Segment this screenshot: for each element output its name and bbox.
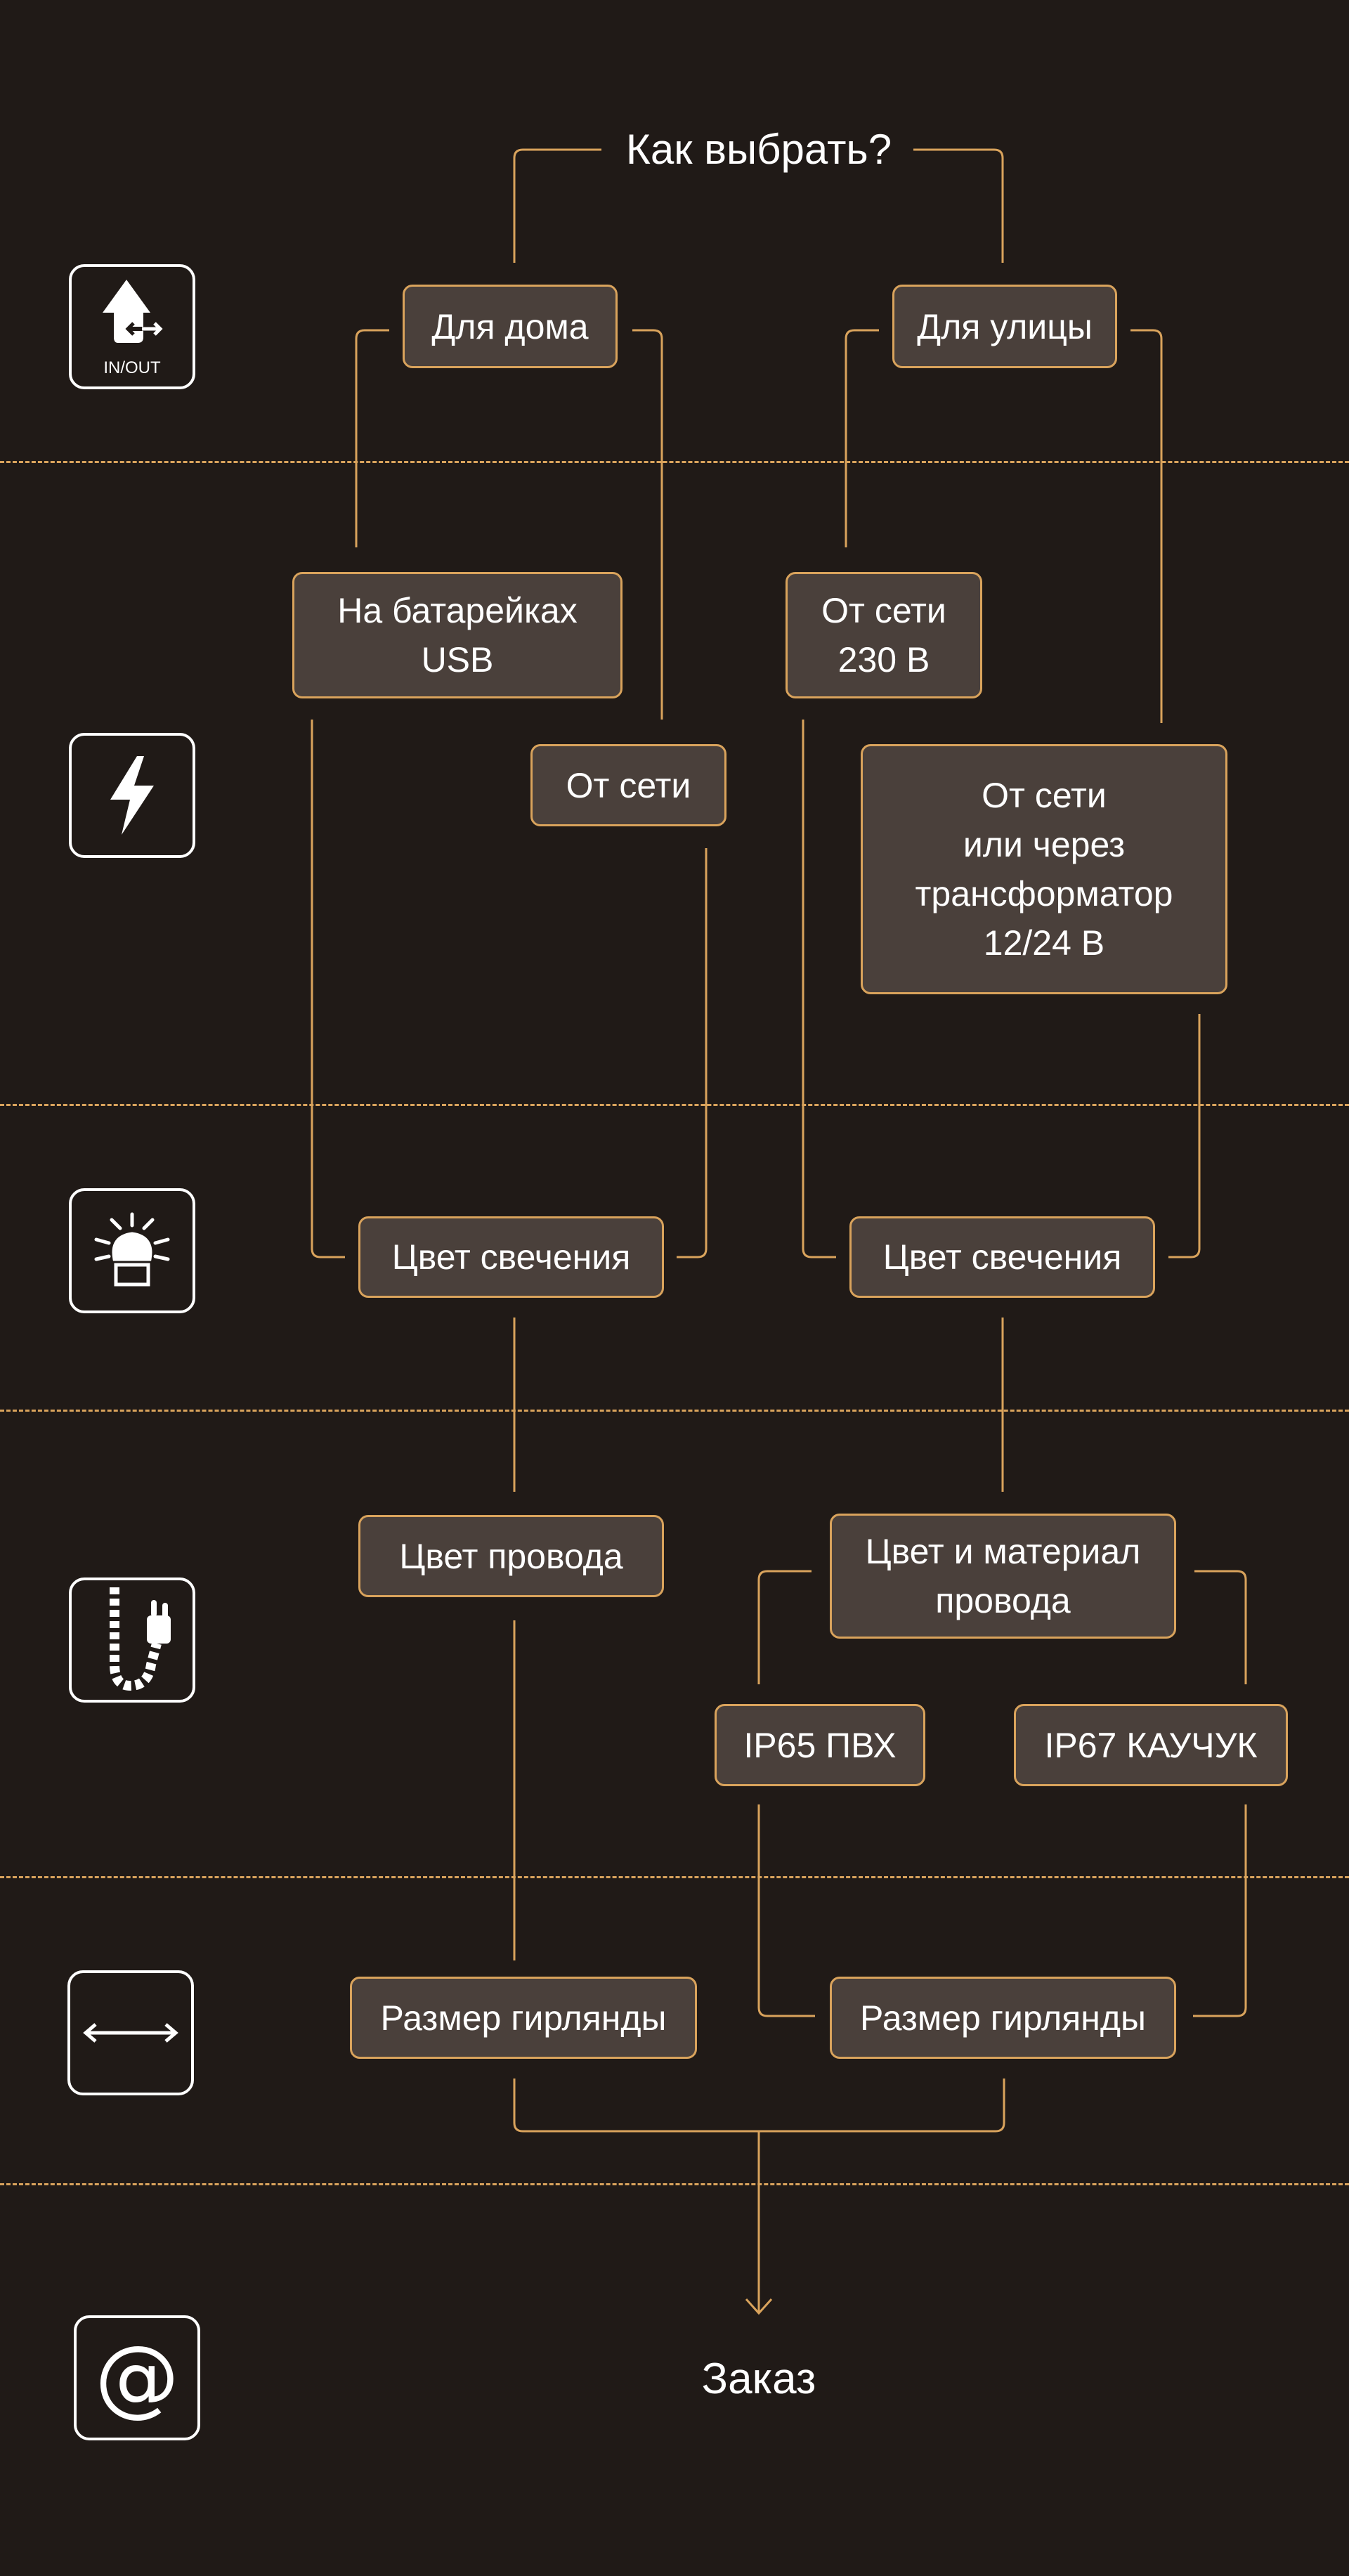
light-bulb-icon	[69, 1188, 195, 1313]
connector-title-left	[513, 148, 601, 263]
node-wire-color: Цвет провода	[358, 1515, 664, 1597]
order-label: Заказ	[701, 2355, 816, 2403]
connector-home-left	[355, 329, 389, 547]
connector-merge	[513, 2079, 1005, 2133]
node-ip67-rubber: IP67 КАУЧУК	[1014, 1704, 1288, 1786]
house-in-out-icon: IN/OUT	[69, 264, 195, 389]
node-home: Для дома	[403, 285, 618, 368]
node-ip65-pvc: IP65 ПВХ	[715, 1704, 925, 1786]
node-mains-transformer: От сети или через трансформатор 12/24 В	[861, 744, 1227, 994]
node-glow-color-left: Цвет свечения	[358, 1216, 664, 1298]
at-sign-glyph: @	[95, 2329, 179, 2426]
node-size-right: Размер гирлянды	[830, 1977, 1176, 2059]
connector-title-right	[913, 148, 1004, 263]
lightning-icon	[69, 733, 195, 858]
row-separator	[0, 1410, 1349, 1412]
node-mains-home: От сети	[530, 744, 726, 826]
connector-230-glow	[802, 720, 836, 1258]
connector-ip67-size	[1193, 1804, 1247, 2017]
row-separator	[0, 2183, 1349, 2185]
double-arrow-icon	[67, 1970, 194, 2095]
cable-plug-icon	[69, 1578, 195, 1703]
connector-ip65-size	[757, 1804, 815, 2017]
connector-transformer-glow	[1168, 1014, 1201, 1258]
node-glow-color-right: Цвет свечения	[849, 1216, 1155, 1298]
connector-mains-home-glow	[677, 848, 708, 1258]
connector-street-left	[845, 329, 879, 547]
node-mains-230: От сети 230 В	[786, 572, 982, 698]
connector-material-left	[757, 1570, 812, 1684]
connector-material-right	[1194, 1570, 1247, 1684]
node-size-left: Размер гирлянды	[350, 1977, 697, 2059]
node-battery-usb: На батарейках USB	[292, 572, 623, 698]
connector-street-right	[1130, 329, 1163, 723]
in-out-label: IN/OUT	[103, 358, 161, 377]
row-separator	[0, 461, 1349, 463]
row-separator	[0, 1104, 1349, 1106]
node-wire-color-material: Цвет и материал провода	[830, 1514, 1176, 1639]
arrow-head	[745, 2298, 773, 2315]
at-sign-icon: @	[74, 2315, 200, 2440]
connector-battery-glow	[311, 720, 345, 1258]
connector-home-right	[632, 329, 663, 720]
row-separator	[0, 1876, 1349, 1878]
page-title: Как выбрать?	[625, 126, 892, 173]
node-street: Для улицы	[892, 285, 1117, 368]
